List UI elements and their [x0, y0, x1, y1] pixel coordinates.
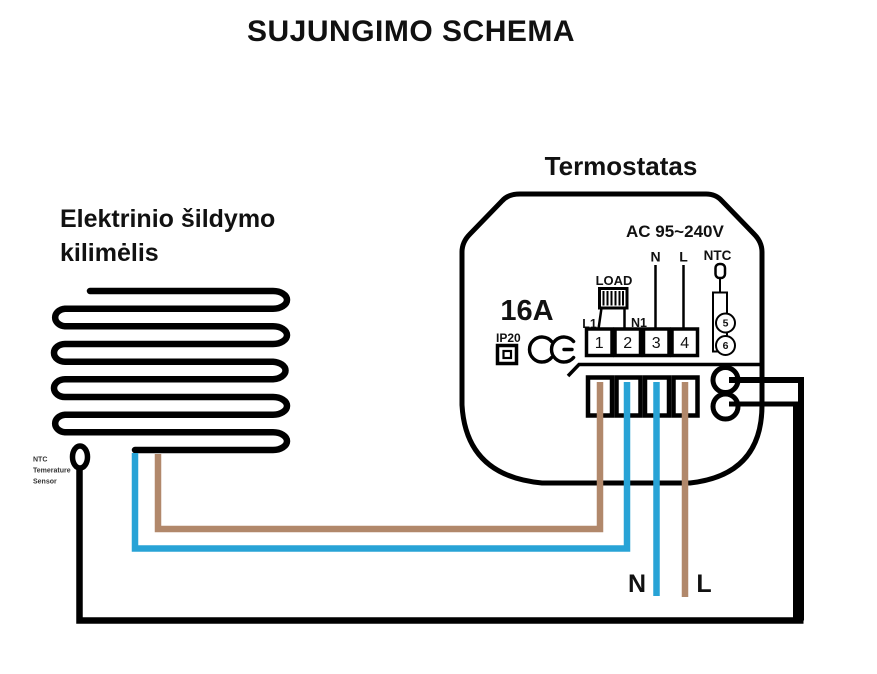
terminal-l-label: L	[679, 249, 688, 265]
wire-entry-holes	[585, 375, 700, 418]
load-label: LOAD	[596, 273, 633, 288]
sensor-wire-loop	[76, 466, 804, 624]
thermostat-title: Termostatas	[545, 151, 698, 181]
voltage-rating: AC 95~240V	[626, 222, 724, 241]
sensor-terminal-6	[715, 335, 736, 356]
terminal-n-label: N	[650, 249, 660, 265]
terminal-4-label: 4	[680, 335, 689, 352]
ntc-label: NTC	[704, 248, 732, 263]
current-rating: 16A	[500, 295, 553, 327]
terminal-block: 1 2 3 4	[584, 327, 700, 358]
sensor-wire-bottom	[729, 401, 798, 618]
terminal-2-label: 2	[623, 335, 632, 352]
mains-line-label: L	[696, 570, 711, 598]
ce-mark-icon	[527, 335, 576, 364]
heating-mat-coil	[50, 287, 291, 454]
wire-brown-load	[154, 382, 604, 533]
terminal-1-label: 1	[595, 335, 604, 352]
diagram-title: SUJUNGIMO SCHEMA	[247, 15, 575, 48]
floor-sensor-label-line3: Sensor	[33, 479, 57, 486]
floor-sensor-label-line2: Temerature	[33, 468, 71, 475]
terminal-3-label: 3	[652, 335, 661, 352]
sensor-wire-top	[729, 377, 804, 621]
floor-sensor-bulb-icon	[69, 443, 91, 471]
ip-rating: IP20	[496, 331, 521, 345]
n1-label: N1	[631, 316, 647, 330]
floor-sensor-label-line1: NTC	[33, 457, 47, 464]
ip-class-icon-inner	[502, 349, 513, 360]
sensor-terminal-5	[715, 312, 736, 334]
sensor-terminal-5-label: 5	[723, 318, 729, 330]
sensor-terminal-6-label: 6	[723, 340, 729, 352]
load-resistor-icon	[597, 287, 629, 330]
wire-blue-load	[131, 382, 631, 552]
heating-mat-label-line1: Elektrinio šildymo	[60, 205, 275, 233]
compartment-top-edge	[566, 362, 760, 378]
n-l-terminal-wires	[654, 265, 685, 329]
mains-neutral-label: N	[628, 570, 646, 598]
heating-mat-label-line2: kilimėlis	[60, 239, 159, 267]
